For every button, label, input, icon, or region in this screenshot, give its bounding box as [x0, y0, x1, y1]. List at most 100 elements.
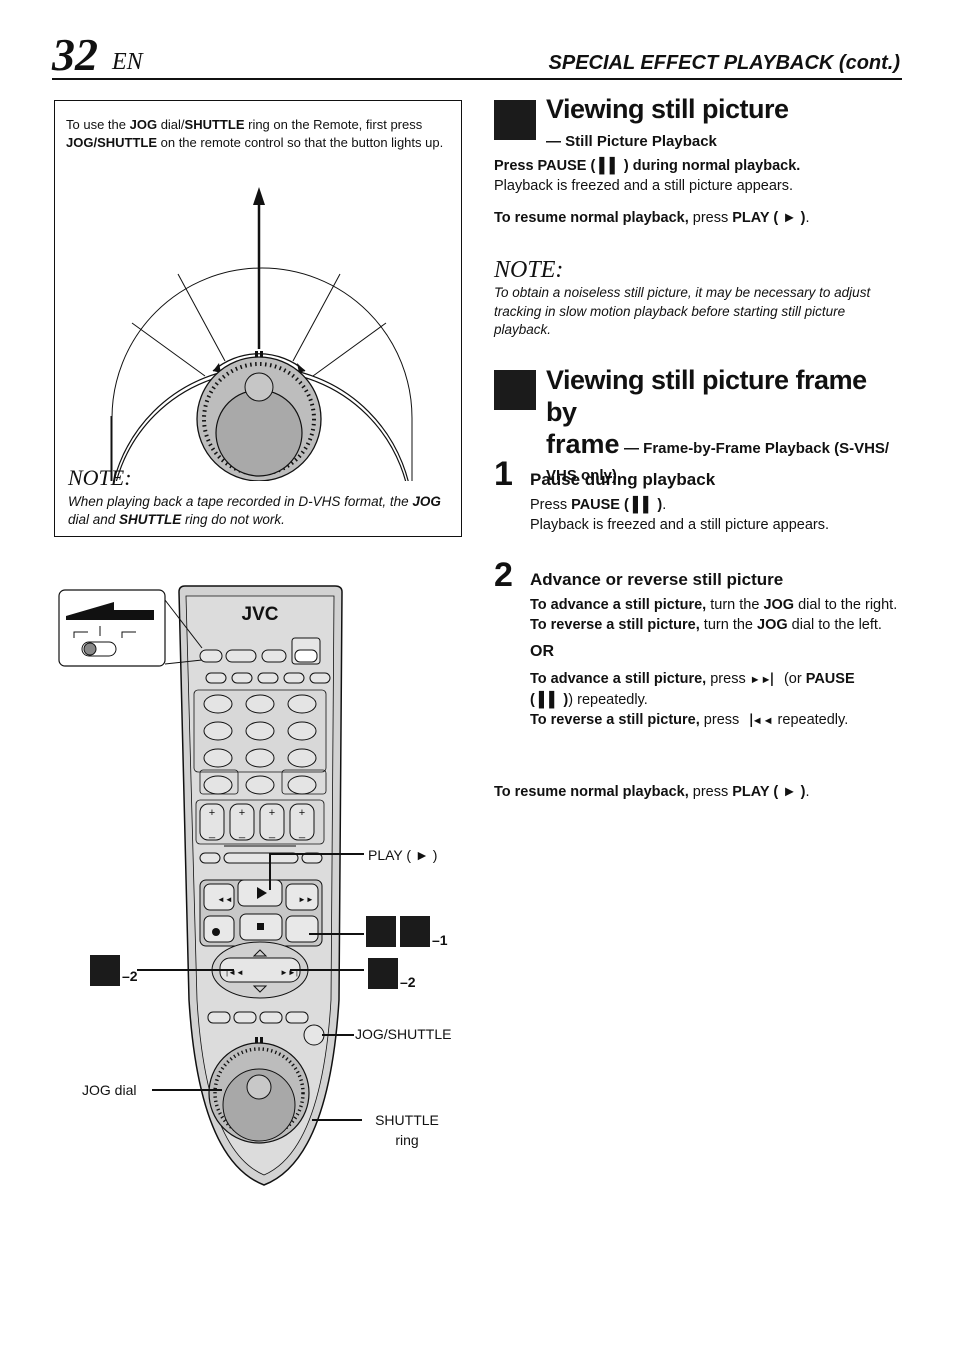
svg-text:►►|: ►►| — [280, 968, 298, 977]
svg-text:_: _ — [238, 827, 246, 839]
section1-subtitle: — Still Picture Playback — [546, 133, 717, 150]
note-text: ring do not work. — [181, 512, 285, 527]
section-marker-square — [494, 370, 536, 410]
section2-title-line1: Viewing still picture frame by — [546, 365, 867, 427]
reverse-key: JOG — [757, 617, 788, 633]
callout-step-2-right: –2 — [400, 974, 416, 990]
resume-key: PLAY ( ► ) — [732, 784, 806, 800]
remote-brand: JVC — [242, 604, 279, 625]
callout-jog-shuttle: JOG/SHUTTLE — [355, 1026, 452, 1042]
advance-key: JOG — [763, 597, 795, 613]
step2-body: To advance a still picture, turn the JOG… — [530, 595, 900, 731]
remote-control-illustration: JVC + + + + _ _ _ _ — [58, 585, 364, 1186]
info-box-intro: To use the JOG dial/SHUTTLE ring on the … — [66, 116, 446, 152]
callout-step-1: –1 — [432, 932, 448, 948]
resume-end: . — [805, 784, 810, 800]
section1-instruction: Press PAUSE ( ▌▌ ) during normal playbac… — [494, 156, 894, 196]
pause-icon: ( ▌▌ ) — [530, 692, 569, 708]
svg-text:+: + — [299, 807, 305, 819]
section1-resume: To resume normal playback, press PLAY ( … — [494, 208, 894, 228]
step1-line2: Playback is freezed and a still picture … — [530, 517, 830, 533]
step1-number: 1 — [494, 455, 513, 493]
callout-step-2-left: –2 — [122, 968, 138, 984]
step-marker-square — [90, 955, 120, 986]
callout-jog-dial: JOG dial — [82, 1082, 137, 1098]
intro-text: To use the — [66, 117, 130, 132]
svg-text:_: _ — [298, 827, 306, 839]
reverse-text: turn the — [699, 617, 758, 633]
jog-dial-illustration — [110, 187, 413, 481]
note-key-jog: JOG — [412, 494, 441, 509]
svg-text:►►: ►► — [298, 895, 314, 904]
intro-text: ring on the Remote, first press — [244, 117, 423, 132]
step2-or: OR — [530, 643, 554, 660]
note-text: dial and — [68, 512, 120, 527]
intro-text: dial/ — [157, 117, 185, 132]
section1-title: Viewing still picture — [546, 94, 789, 124]
info-box-note-heading: NOTE: — [68, 465, 132, 490]
section2-title-frame: frame — [546, 429, 620, 459]
step2-number: 2 — [494, 556, 513, 594]
svg-text:+: + — [269, 807, 275, 819]
svg-text:+: + — [209, 807, 215, 819]
step1-line1: Press PAUSE ( ▌▌ ). — [530, 495, 900, 515]
note-key-shuttle: SHUTTLE — [119, 512, 182, 527]
section-marker-square — [494, 100, 536, 140]
advance-alt-text: (or — [779, 671, 806, 687]
section2-subtitle-b: VHS only) — [546, 467, 617, 484]
resume-lead: To resume normal playback, — [494, 784, 689, 800]
intro-text: on the remote control so that the button… — [157, 135, 444, 150]
callout-shuttle-ring-line2: ring — [395, 1132, 419, 1148]
section-header-title: SPECIAL EFFECT PLAYBACK (cont.) — [548, 52, 900, 74]
resume-text: press — [688, 210, 733, 226]
step-marker-square — [368, 958, 398, 989]
resume-key: PLAY ( ► ) — [732, 210, 806, 226]
reverse-alt-lead: To reverse a still picture, — [530, 712, 700, 728]
svg-text:|◄◄: |◄◄ — [226, 968, 244, 977]
info-box-note-text: When playing back a tape recorded in D-V… — [68, 493, 453, 529]
svg-text:_: _ — [268, 827, 276, 839]
svg-text:+: + — [239, 807, 245, 819]
section2-resume: To resume normal playback, press PLAY ( … — [494, 782, 894, 802]
step1-key: PAUSE ( ▌▌ ) — [571, 497, 663, 513]
advance-alt-key: PAUSE — [805, 671, 855, 687]
step2-advance: To advance a still picture, turn the JOG… — [530, 595, 900, 615]
next-step-icon: ►►▏ — [749, 674, 780, 686]
section2-title: Viewing still picture frame by frame — F… — [546, 364, 902, 487]
intro-key-jog: JOG — [129, 117, 158, 132]
page-number: 32 — [52, 29, 98, 80]
advance-text: turn the — [706, 597, 764, 613]
resume-end: . — [805, 210, 810, 226]
resume-lead: To resume normal playback, — [494, 210, 689, 226]
reverse-text: dial to the left. — [787, 617, 882, 633]
callout-shuttle-ring-line1: SHUTTLE — [375, 1112, 439, 1128]
section1-note-text: To obtain a noiseless still picture, it … — [494, 285, 871, 337]
reverse-alt-text: press — [699, 712, 744, 728]
section2-subtitle-a: — Frame-by-Frame Playback (S-VHS/ — [624, 440, 890, 457]
advance-alt-text: ) repeatedly. — [568, 692, 648, 708]
section1-line2: Playback is freezed and a still picture … — [494, 178, 794, 194]
svg-text:◄◄: ◄◄ — [217, 895, 233, 904]
svg-text:_: _ — [208, 827, 216, 839]
advance-lead: To advance a still picture, — [530, 597, 707, 613]
reverse-lead: To reverse a still picture, — [530, 617, 700, 633]
advance-alt-text: press — [706, 671, 750, 687]
callout-shuttle-ring: SHUTTLE ring — [366, 1110, 448, 1150]
section1-note-heading: NOTE: — [494, 257, 564, 283]
callout-play: PLAY ( ► ) — [368, 847, 438, 863]
step2-heading: Advance or reverse still picture — [530, 570, 784, 589]
step2-reverse-alt: To reverse a still picture, press ▕◄◄ re… — [530, 710, 900, 731]
step2-reverse: To reverse a still picture, turn the JOG… — [530, 615, 900, 635]
reverse-alt-text: repeatedly. — [773, 712, 849, 728]
intro-key-shuttle: SHUTTLE — [184, 117, 245, 132]
step1-text-end: . — [662, 497, 667, 513]
prev-step-icon: ▕◄◄ — [743, 715, 774, 727]
section2-title-line2: frame — Frame-by-Frame Playback (S-VHS/ — [546, 428, 902, 465]
intro-key-jog-shuttle: JOG/SHUTTLE — [66, 135, 158, 150]
page-lang: EN — [112, 49, 143, 75]
step-marker-square — [366, 916, 396, 947]
step1-body: Press PAUSE ( ▌▌ ). Playback is freezed … — [530, 495, 900, 535]
step2-advance-alt: To advance a still picture, press ►►▏ (o… — [530, 669, 900, 710]
resume-text: press — [688, 784, 733, 800]
advance-text: dial to the right. — [794, 597, 898, 613]
